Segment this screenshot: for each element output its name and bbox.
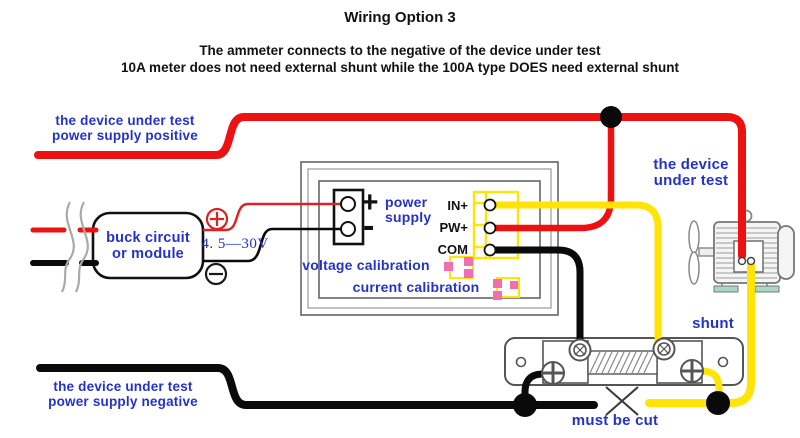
device-under-test-label: the device under test [653, 156, 729, 190]
buck-module-box [91, 211, 205, 280]
motor [688, 209, 795, 293]
supply-negative-label: the device under test power supply negat… [48, 379, 198, 409]
plus-output-icon [205, 207, 229, 231]
power-terminal-positive [340, 196, 356, 212]
mounting-hole-icon [515, 356, 527, 368]
current-calibration-pads [493, 277, 520, 300]
wire-com-black [488, 246, 584, 350]
wire-in-plus-yellow [488, 201, 662, 350]
voltage-calibration-label: voltage calibration [302, 257, 430, 273]
wire-motor-return-yellow [645, 259, 755, 407]
meter-module [300, 161, 559, 316]
terminal-label-in-plus: IN+ [447, 198, 468, 213]
terminal-com [483, 243, 497, 257]
wires [30, 113, 755, 409]
motor-shaft [698, 247, 716, 257]
current-calibration-label: current calibration [352, 279, 480, 295]
terminal-in-plus [483, 198, 497, 212]
shunt-screw-icon [680, 359, 704, 383]
power-supply-label: power supply [385, 194, 432, 226]
cut-x-icon [605, 386, 639, 416]
page-title: Wiring Option 3 [344, 9, 456, 26]
junction-dot [600, 106, 622, 128]
motor-foot [713, 285, 739, 293]
junction-dot [513, 393, 537, 417]
fan-blade-icon [688, 220, 700, 254]
shunt-hatch [589, 351, 655, 374]
wire-pw-plus-red [488, 116, 615, 232]
motor-end-bell [777, 225, 795, 280]
shunt-label: shunt [692, 315, 734, 332]
shunt-screw-icon [541, 361, 565, 385]
motor-terminal [737, 256, 747, 266]
mounting-hole-icon [717, 356, 729, 368]
terminal-label-com: COM [437, 242, 468, 257]
wire-buck-output-red [202, 202, 348, 232]
shunt-sense-bolt-icon [568, 338, 592, 362]
power-terminal-negative [340, 221, 356, 237]
subtitle-line2: 10A meter does not need external shunt w… [121, 60, 679, 75]
supply-positive-label: the device under test power supply posit… [52, 113, 198, 143]
plus-sign-label: + [361, 186, 379, 219]
wire-buck-output-black [202, 227, 348, 263]
buck-module-label: buck circuit or module [106, 230, 190, 262]
shunt [504, 337, 744, 386]
fan-blade-icon [688, 251, 700, 285]
wire-supply-negative-black [36, 364, 598, 409]
must-be-cut-label: must be cut [571, 412, 659, 429]
minus-sign-label: - [363, 207, 375, 245]
shunt-sense-bolt-icon [652, 337, 676, 361]
wire-supply-positive-red [34, 113, 746, 260]
motor-terminal [746, 256, 756, 266]
terminal-pw-plus [483, 221, 497, 235]
terminal-label-pw-plus: PW+ [439, 220, 468, 235]
motor-foot [754, 285, 780, 293]
minus-output-icon [204, 262, 228, 286]
junction-dot [706, 391, 730, 415]
subtitle-line1: The ammeter connects to the negative of … [199, 43, 601, 58]
input-voltage-range-label: 4. 5—30V [201, 236, 269, 252]
wire-break-icon [60, 201, 89, 293]
voltage-calibration-pads [444, 256, 474, 279]
